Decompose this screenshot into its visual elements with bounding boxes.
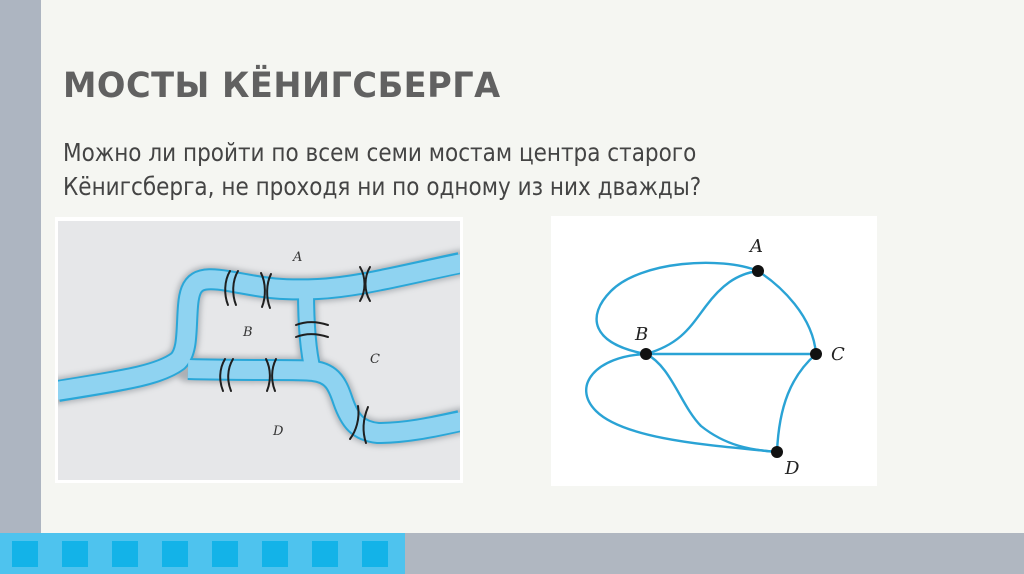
footer-square-6 <box>262 540 288 567</box>
bridges-graph: A B C D <box>551 216 877 486</box>
bridges-graph-diagram: A B C D <box>585 236 845 479</box>
left-accent-bar <box>0 0 41 533</box>
graph-node-b <box>640 348 652 360</box>
graph-edges <box>585 261 818 454</box>
question-line-2: Кёнигсберга, не проходя ни по одному из … <box>63 172 702 201</box>
region-label-a: A <box>292 250 302 265</box>
graph-nodes <box>640 265 822 458</box>
footer-accent-strip <box>0 533 405 574</box>
footer-square-3 <box>112 540 138 567</box>
footer-square-1 <box>12 540 38 567</box>
footer-bar <box>0 533 1024 574</box>
graph-node-c <box>810 348 822 360</box>
bridges-map: A B C D <box>55 217 463 483</box>
graph-label-d: D <box>784 458 800 479</box>
region-label-d: D <box>272 424 284 439</box>
graph-label-a: A <box>748 236 763 257</box>
region-label-b: B <box>242 325 253 340</box>
graph-label-c: C <box>831 344 845 365</box>
footer-square-8 <box>362 540 388 567</box>
footer-square-4 <box>162 540 188 567</box>
footer-square-7 <box>312 540 338 567</box>
slide-title: МОСТЫ КЁНИГСБЕРГА <box>63 66 501 106</box>
bridges-map-illustration: A B C D <box>58 221 460 480</box>
graph-node-d <box>771 446 783 458</box>
graph-node-a <box>752 265 764 277</box>
question-text: Можно ли пройти по всем семи мостам цент… <box>63 136 767 204</box>
bridges <box>219 266 371 444</box>
footer-square-2 <box>62 540 88 567</box>
question-line-1: Можно ли пройти по всем семи мостам цент… <box>63 138 697 167</box>
region-label-c: C <box>370 352 380 367</box>
footer-square-5 <box>212 540 238 567</box>
graph-label-b: B <box>634 324 648 345</box>
